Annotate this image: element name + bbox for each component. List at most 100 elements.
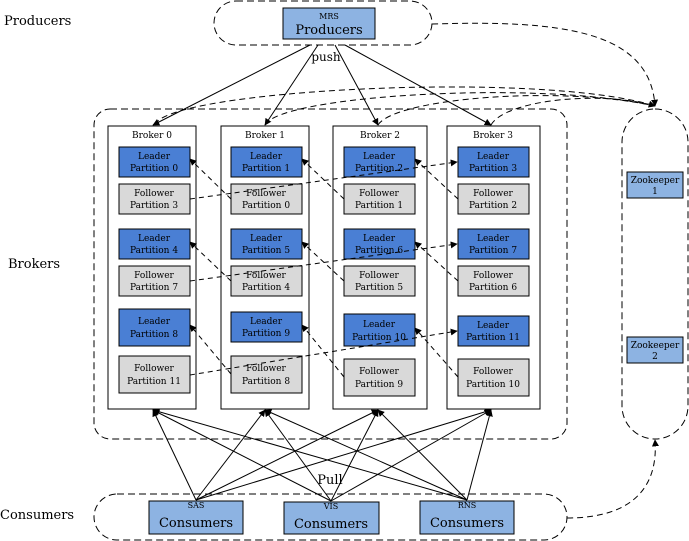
slot-partition: Partition 11 [127, 377, 181, 387]
slot-partition: Partition 10 [466, 380, 520, 390]
slot-partition: Partition 5 [355, 283, 403, 293]
slot-role: Follower [359, 367, 399, 377]
slot-role: Leader [138, 152, 171, 162]
slot-partition: Partition 8 [130, 330, 178, 340]
slot-partition: Partition 3 [469, 164, 517, 174]
zookeeper-links [154, 22, 659, 519]
broker-3-title: Broker 3 [473, 131, 513, 141]
broker-1-title: Broker 1 [245, 131, 285, 141]
slot-role: Leader [138, 317, 171, 327]
producer-node [282, 7, 376, 40]
slot-partition: Partition 11 [466, 333, 520, 343]
slot-role: Follower [246, 364, 286, 374]
slot-partition: Partition 7 [469, 246, 517, 256]
zookeeper-1-name: Zookeeper [631, 176, 680, 186]
consumer-sas-label: Consumers [159, 516, 233, 531]
slot-role: Leader [363, 152, 396, 162]
producer-tag: MRS [319, 12, 339, 21]
slot-partition: Partition 4 [242, 283, 290, 293]
slot-partition: Partition 2 [469, 201, 517, 211]
replication-arrows [189, 158, 459, 378]
slot-role: Leader [250, 317, 283, 327]
slot-role: Leader [363, 234, 396, 244]
slot-partition: Partition 2 [355, 164, 403, 174]
slot-partition: Partition 7 [130, 283, 178, 293]
slot-role: Follower [359, 271, 399, 281]
slot-partition: Partition 5 [242, 246, 290, 256]
consumer-vis: VIS Consumers [283, 501, 380, 535]
producer-label: Producers [295, 23, 362, 38]
zookeeper-node-2: Zookeeper 2 [626, 336, 684, 364]
slot-role: Leader [477, 321, 510, 331]
slot-partition: Partition 10 [352, 333, 406, 343]
broker-0-title: Broker 0 [132, 131, 172, 141]
slot-role: Leader [250, 152, 283, 162]
slot-role: Follower [134, 271, 174, 281]
slot-role: Follower [134, 364, 174, 374]
slot-partition: Partition 3 [130, 201, 178, 211]
zookeeper-cluster-outline [621, 108, 689, 440]
slot-partition: Partition 0 [242, 201, 290, 211]
slot-role: Follower [246, 271, 286, 281]
slot-partition: Partition 1 [355, 201, 403, 211]
slot-partition: Partition 6 [469, 283, 517, 293]
consumer-vis-tag: VIS [323, 502, 338, 511]
push-arrows [152, 44, 492, 126]
slot-role: Follower [473, 189, 513, 199]
zookeeper-1-id: 1 [652, 187, 658, 197]
slot-role: Leader [250, 234, 283, 244]
slot-partition: Partition 9 [242, 329, 290, 339]
zookeeper-2-name: Zookeeper [631, 341, 680, 351]
slot-role: Follower [473, 271, 513, 281]
zookeeper-node-1: Zookeeper 1 [626, 171, 684, 199]
slot-role: Leader [477, 234, 510, 244]
broker-2-title: Broker 2 [360, 131, 400, 141]
consumer-rns-tag: RNS [458, 501, 477, 510]
consumer-rns-label: Consumers [430, 516, 504, 531]
consumers-row-label: Consumers [0, 508, 74, 523]
slot-partition: Partition 9 [355, 380, 403, 390]
slot-role: Leader [138, 234, 171, 244]
slot-role: Follower [359, 189, 399, 199]
slot-partition: Partition 8 [242, 377, 290, 387]
slot-role: Follower [134, 189, 174, 199]
slot-role: Follower [473, 367, 513, 377]
consumer-sas: SAS Consumers [148, 500, 244, 535]
producer-group-outline [213, 0, 433, 46]
broker-cluster-outline [93, 108, 568, 440]
consumer-sas-tag: SAS [188, 501, 205, 510]
zookeeper-2-id: 2 [652, 352, 658, 362]
consumer-rns: RNS Consumers [419, 500, 515, 535]
pull-edge-label: Pull [317, 473, 342, 488]
slot-partition: Partition 1 [242, 164, 290, 174]
slot-role: Leader [363, 320, 396, 330]
slot-role: Leader [477, 152, 510, 162]
